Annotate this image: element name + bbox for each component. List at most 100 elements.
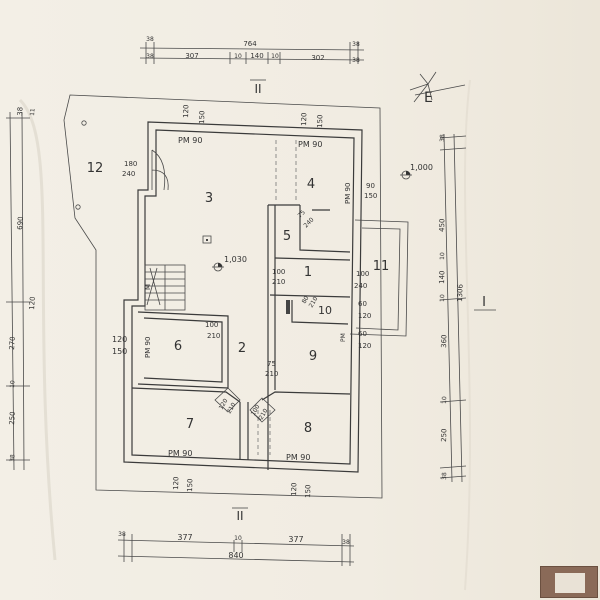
door-5-a: 75 [296,209,306,219]
door-swing [214,387,241,413]
room6-wall [137,311,229,389]
door-9-b: 210 [265,370,278,378]
staircase [144,264,186,311]
section-mark-top: II [254,82,261,96]
room-number-1: 1 [304,265,312,280]
window-top2-b: 150 [316,114,324,128]
dim-right-h: 250 [440,428,448,442]
interior-wall [274,257,351,261]
stair-label: M [144,284,152,290]
dim-left-labels: 38 11 690 120 270 10 250 38 [8,107,37,462]
dim-right-labels: 38 450 10 140 10 360 10 250 38 1306 [438,134,465,480]
window-room10-b: 120 [358,312,371,320]
window-room8-pm: PM 90 [286,453,310,462]
dim-bottom-a: 377 [177,533,192,542]
interior-wall [269,294,351,298]
room-number-8: 8 [304,421,312,436]
dim-bottom-r: 38 [342,539,350,546]
window-room7-a: 120 [172,476,180,490]
window-room6-a: 120 [112,335,127,344]
room6-wall-inner [143,317,223,383]
room-number-9: 9 [309,349,317,364]
window-12-b: 240 [122,170,135,178]
door-1-a: 100 [272,268,285,276]
window-room7-b: 150 [186,478,194,492]
dim-top-left: 38 [146,36,154,43]
window-room6-pm: PM 90 [144,337,152,358]
door-9-a: 75 [267,360,276,368]
dim-left-b: 690 [16,216,25,230]
door-8-b: 210 [258,407,270,421]
door-5-b: 240 [302,216,315,229]
door-7-b: 210 [226,401,238,415]
chimney-symbol [206,239,208,241]
dim-right-d: 140 [438,270,446,284]
room8-wall [261,391,351,401]
dim-left-g: 38 [9,454,17,462]
chimney-symbol [202,235,212,244]
window-room11-a: 60 [358,330,367,338]
terrace-point [75,204,81,210]
preview-thumbnail[interactable] [540,566,598,598]
room-number-6: 6 [174,339,182,354]
annex-inner [355,227,401,331]
annex-outline [349,219,409,337]
door-10-b: 210 [308,295,320,309]
dim-left-a: 38 [16,107,25,116]
dim-bottom-b: 10 [234,535,242,542]
dimension-top [139,42,365,64]
dim-top-b: 10 [234,53,242,60]
dim-top-c: 140 [250,52,263,60]
dim-top-right2: 38 [352,57,360,64]
dim-top-e: 302 [311,54,324,62]
window-room11-pm: PM [340,333,347,342]
dimension-bottom [117,534,355,566]
paper-crease [464,79,471,591]
door-7-a: 120 [218,397,230,411]
outer-wall [123,121,363,473]
interior-wall [299,205,351,253]
dim-top-d: 10 [271,53,279,60]
door-1-b: 210 [272,278,285,286]
section-mark-right: I [482,295,486,310]
room-number-4: 4 [307,177,315,192]
door-10-a: 80 [301,295,311,305]
door-1b-a: 100 [356,270,369,278]
interior-wall [268,204,330,211]
orientation-arrow [409,71,466,103]
window-room10-a: 60 [358,300,367,308]
dimension-right [439,133,467,483]
window-room6-b: 150 [112,347,127,356]
window-room4-b: 150 [364,192,377,200]
window-top2-a: 120 [300,112,308,126]
dim-bottom-l: 38 [118,531,126,538]
room7-wall [131,387,241,403]
level-mark-hall-text: 1,030 [224,255,247,264]
dim-top-left2: 38 [146,53,154,60]
dim-right-a: 38 [439,134,446,142]
dim-left-d: 270 [8,336,17,350]
closet-fixture [286,300,290,314]
dim-top-total: 764 [243,40,257,48]
door-swing [249,397,276,423]
window-top1-pm: PM 90 [178,136,202,145]
door-6-b: 210 [207,332,220,340]
window-12-a: 180 [124,160,137,168]
outer-wall-inner [131,129,355,465]
door-1b-b: 240 [354,282,367,290]
dimension-left [6,111,30,471]
door-6-a: 100 [205,321,218,329]
level-mark-hall [212,262,224,272]
room-number-10: 10 [318,304,332,317]
preview-thumbnail-image [555,573,585,593]
room-number-7: 7 [186,417,194,432]
terrace-point [81,120,87,126]
dim-top-a: 307 [185,52,198,60]
dim-bottom-total: 840 [228,551,243,560]
dim-right-c: 10 [439,252,446,260]
room-number-5: 5 [283,229,291,244]
window-top2-pm: PM 90 [298,140,322,149]
window-top1-a: 120 [182,104,190,118]
